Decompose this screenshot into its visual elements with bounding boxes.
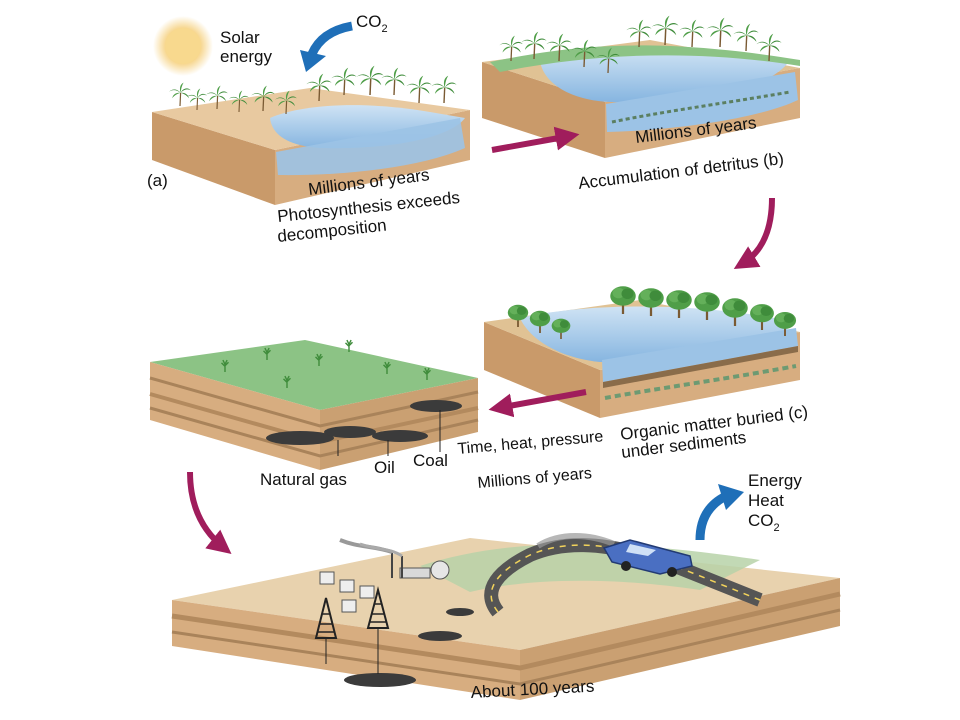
coal-label: Coal bbox=[413, 451, 448, 470]
arrow-c-to-buried bbox=[488, 389, 587, 418]
arrow-buried-to-d bbox=[187, 471, 232, 554]
panel-c-block bbox=[484, 285, 800, 418]
panel-a-tag: (a) bbox=[147, 171, 168, 190]
fuel-deposits bbox=[266, 400, 462, 445]
buried-layers-block bbox=[149, 339, 479, 470]
transition-process-label: Time, heat, pressure bbox=[457, 428, 604, 458]
refinery bbox=[319, 538, 450, 613]
energy-label: Energy bbox=[748, 471, 802, 490]
arrow-a-to-b bbox=[491, 126, 580, 153]
oil-derrick-left bbox=[314, 597, 338, 664]
heat-label: Heat bbox=[748, 491, 784, 510]
co2-out-label: CO2 bbox=[748, 511, 780, 534]
panel-b-block bbox=[482, 14, 800, 158]
arrow-b-to-c bbox=[733, 197, 775, 269]
oil-derrick-right bbox=[366, 586, 390, 674]
arrow-co2-in-head bbox=[300, 50, 326, 72]
solar-energy-label-line1: Solar bbox=[220, 28, 260, 47]
solar-energy-label-line2: energy bbox=[220, 47, 272, 66]
flow-arrows bbox=[187, 21, 775, 554]
arrow-energy-out bbox=[695, 491, 729, 541]
panel-a-block bbox=[152, 16, 470, 205]
panel-d-block bbox=[171, 533, 841, 700]
transition-duration-label: Millions of years bbox=[477, 465, 593, 492]
arrow-co2-in bbox=[307, 21, 353, 56]
co2-in-label: CO2 bbox=[356, 12, 388, 35]
natural-gas-label: Natural gas bbox=[260, 470, 347, 489]
arrow-energy-out-head bbox=[718, 484, 744, 510]
oil-label: Oil bbox=[374, 458, 395, 477]
car-icon bbox=[536, 533, 693, 577]
